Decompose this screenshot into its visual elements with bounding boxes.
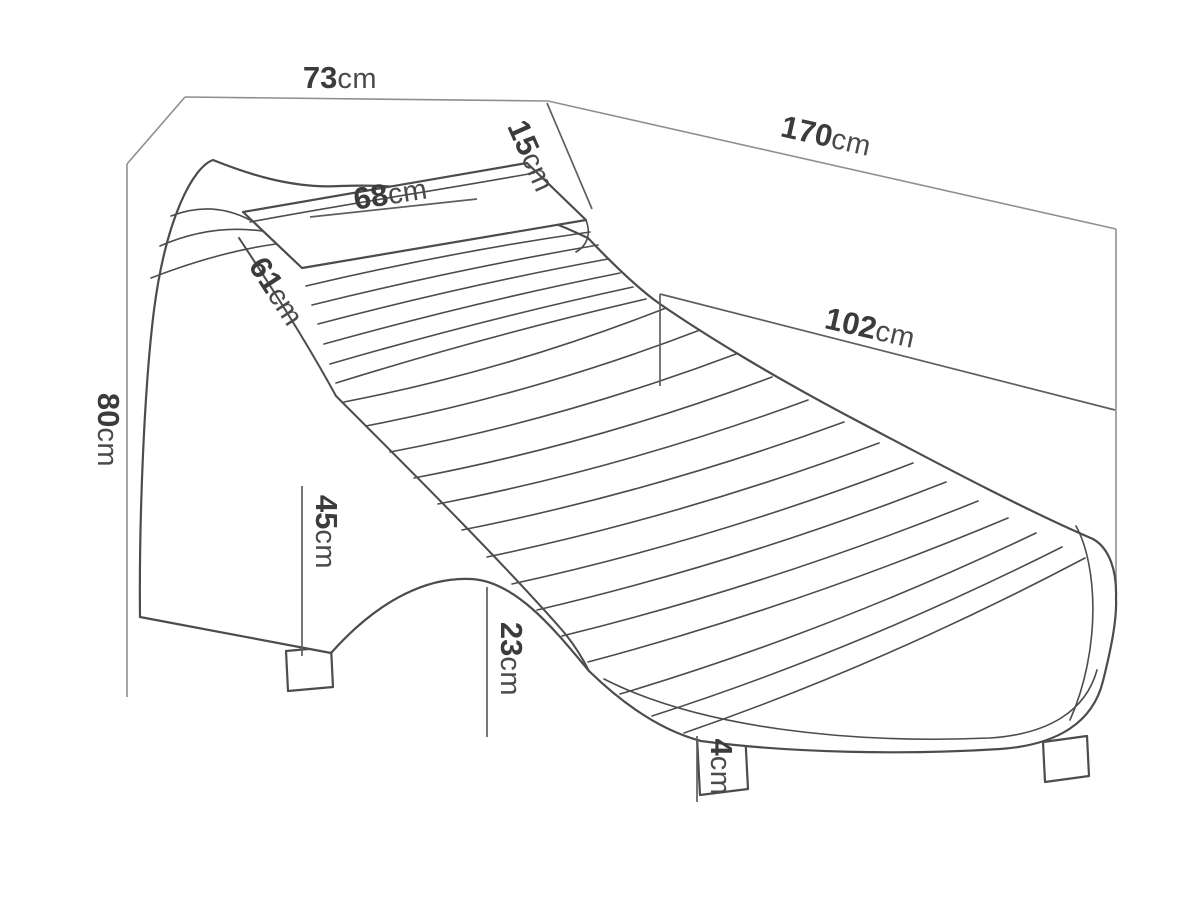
dim-line-pillow-width — [309, 198, 478, 218]
pillow-side-flap — [575, 219, 590, 253]
left-foot — [284, 645, 335, 693]
chaise-longue — [138, 158, 1118, 797]
chaise-body-silhouette — [138, 158, 1118, 754]
dim-length-label: 170cm — [778, 109, 875, 163]
backrest-ribs — [305, 231, 647, 384]
headrest-pillow — [241, 161, 590, 270]
bounding-box — [126, 96, 1117, 697]
box-back-corner-edge — [126, 96, 186, 165]
dim-pillow-width-label: 68cm — [351, 171, 430, 217]
dim-line-seat-length — [659, 293, 1116, 411]
pillow-fold-line — [249, 172, 535, 223]
dim-overall-height-label: 80cm — [91, 393, 126, 467]
backrest-left-seam — [238, 237, 337, 397]
dimension-lines — [301, 102, 1116, 802]
dim-line-pillow-depth — [546, 102, 593, 210]
far-right-foot — [1041, 734, 1091, 784]
dim-width-label: 73cm — [303, 60, 377, 95]
box-length-edge — [547, 100, 1117, 230]
shoulder-ribs — [150, 208, 277, 279]
dim-leg-height-label: 4cm — [704, 739, 739, 796]
chaise-feet — [284, 645, 1091, 797]
dim-clearance-label: 23cm — [494, 622, 529, 696]
box-top-width-edge — [184, 96, 549, 102]
front-ribs — [603, 525, 1098, 740]
seat-ribs — [343, 307, 1086, 734]
dim-seat-height-label: 45cm — [309, 495, 344, 569]
